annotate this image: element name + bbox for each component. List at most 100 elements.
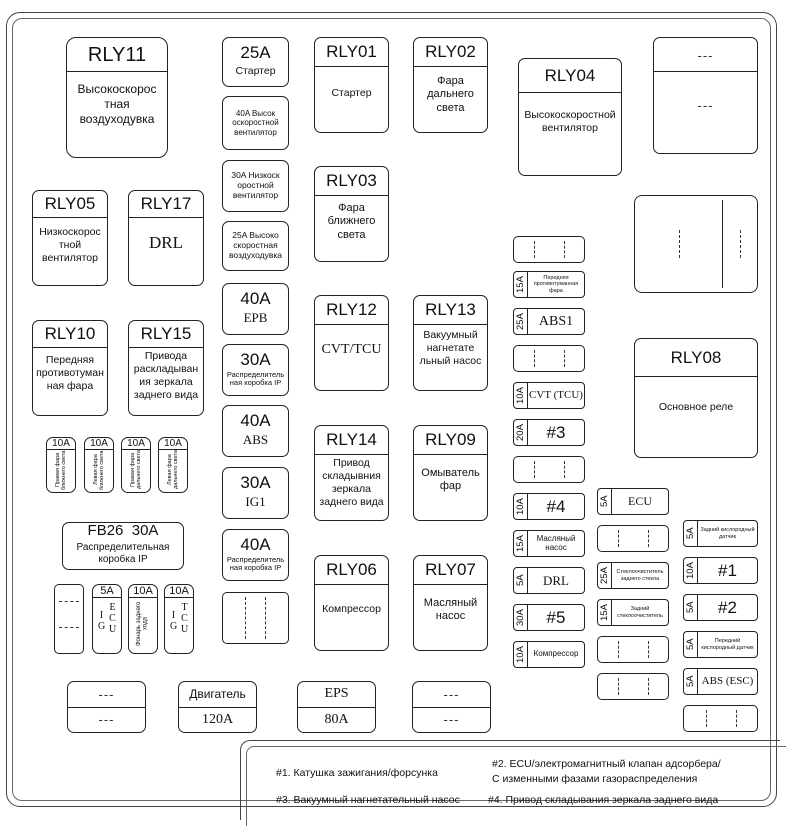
empty-fuse-slot[interactable] xyxy=(513,456,585,483)
fuse-name: Передний кислородный датчик xyxy=(701,638,754,651)
relay-desc: Вакуумный нагнетате льный насос xyxy=(419,328,482,367)
fuse-box-inner-frame xyxy=(12,18,771,801)
fuse-amp: 15A xyxy=(514,531,528,556)
relay-rly04[interactable]: RLY04 Высокоскоростной вентилятор xyxy=(518,58,622,176)
fuse-amp: 10A xyxy=(129,585,157,598)
empty-fuse-slot[interactable] xyxy=(513,345,585,372)
fuse-10a-left-low-beam[interactable]: 10A Левая фара ближнего света xyxy=(84,437,114,493)
relay-rly10[interactable]: RLY10 Передняя противотуман ная фара xyxy=(32,320,108,416)
fuse-5a-abs-esc[interactable]: 5A ABS (ESC) xyxy=(683,668,758,695)
relay-title: RLY17 xyxy=(140,194,192,213)
fuse-15a-rear-wiper-2[interactable]: 15A Задний стеклоочиститель xyxy=(597,599,669,626)
empty-fuse-slot[interactable] xyxy=(513,236,585,263)
fuse-text: 40A Высок оскоростной вентилятор xyxy=(232,109,279,137)
empty-fuse-slot-large[interactable]: --- --- xyxy=(412,681,491,733)
fuse-10a-left-high-beam[interactable]: 10A Левая фара дальнего света xyxy=(158,437,188,493)
fuse-15a-front-fog[interactable]: 15A Передняя противотуманная фара xyxy=(513,271,585,298)
fuse-amp: 5A xyxy=(684,632,698,657)
relay-rly13[interactable]: RLY13 Вакуумный нагнетате льный насос xyxy=(413,295,488,391)
empty-fuse-slot[interactable] xyxy=(597,636,669,663)
fuse-25a-blower[interactable]: 25A Высоко скоростная воздуходувка xyxy=(222,221,289,271)
fuse-30a-ig1[interactable]: 30A IG1 xyxy=(222,467,289,519)
fuse-amp: 5A xyxy=(514,568,528,593)
fuse-10a-compressor[interactable]: 10A Компрессор xyxy=(513,641,585,668)
empty-fuse-slot[interactable] xyxy=(597,673,669,700)
relay-rly15[interactable]: RLY15 Привода раскладыван ия зеркала зад… xyxy=(128,320,204,416)
fuse-5a-rear-o2-sensor[interactable]: 5A Задний кислородный датчик xyxy=(683,520,758,547)
relay-rly12[interactable]: RLY12 CVT/TCU xyxy=(314,295,389,391)
empty-fuse-slot[interactable] xyxy=(597,525,669,552)
fuse-10a-4[interactable]: 10A #4 xyxy=(513,493,585,520)
fuse-amp: 10A xyxy=(514,494,528,519)
fuse-10a-cvt-tcu[interactable]: 10A CVT (TCU) xyxy=(513,382,585,409)
empty-fuse-slot[interactable] xyxy=(222,592,289,644)
fuse-amp: 5A xyxy=(598,489,612,514)
fuse-25a-rear-wiper[interactable]: 25A Стеклоочиститель заднего стекла xyxy=(597,562,669,589)
relay-rly02[interactable]: RLY02 Фара дальнего света xyxy=(413,37,488,133)
fuse-title: EPS xyxy=(324,686,349,702)
relay-rly11[interactable]: RLY11 Высокоскорос тная воздуходувка xyxy=(66,37,168,158)
fuse-amp: 15A xyxy=(598,600,612,625)
fuse-10a-reverse-light[interactable]: 10A Фонарь заднего хода xyxy=(128,584,158,654)
fuse-40a-epb[interactable]: 40A EPB xyxy=(222,283,289,335)
fuse-10a-1[interactable]: 10A #1 xyxy=(683,557,758,584)
fuse-name: Задний кислородный датчик xyxy=(700,527,755,540)
relay-rly06[interactable]: RLY06 Компрессор xyxy=(314,555,389,651)
fuse-25a-starter[interactable]: 25A Стартер xyxy=(222,37,289,87)
relay-rly05[interactable]: RLY05 Низкоскорос тной вентилятор xyxy=(32,190,108,286)
fuse-30a-low-speed-fan[interactable]: 30A Низкоск оростной вентилятор xyxy=(222,160,289,212)
fuse-10a-right-high-beam[interactable]: 10A Правая фара дальнего света xyxy=(121,437,151,493)
fuse-5a-front-o2-sensor[interactable]: 5A Передний кислородный датчик xyxy=(683,631,758,658)
relay-desc: Стартер xyxy=(331,86,372,99)
relay-rly09[interactable]: RLY09 Омыватель фар xyxy=(413,425,488,521)
relay-rly08[interactable]: RLY08 Основное реле xyxy=(634,338,758,458)
fuse-fb26[interactable]: FB26 30A Распределительная коробка IP xyxy=(62,522,184,570)
fuse-5a-drl[interactable]: 5A DRL xyxy=(513,567,585,594)
relay-rly17[interactable]: RLY17 DRL xyxy=(128,190,204,286)
fuse-25a-abs1[interactable]: 25A ABS1 xyxy=(513,308,585,335)
empty-fuse-slot[interactable] xyxy=(54,584,84,654)
fuse-name: #4 xyxy=(546,496,566,516)
fuse-40a-ip-box[interactable]: 40A Распределитель ная коробка IP xyxy=(222,529,289,581)
empty-fuse-slot-large[interactable]: --- --- xyxy=(67,681,146,733)
placeholder: --- xyxy=(443,686,460,702)
fuse-15a-oil-pump[interactable]: 15A Масляный насос xyxy=(513,530,585,557)
fuse-eps-80a[interactable]: EPS 80A xyxy=(297,681,376,733)
fuse-30a-5[interactable]: 30A #5 xyxy=(513,604,585,631)
relay-rly03[interactable]: RLY03 Фара ближнего света xyxy=(314,166,389,262)
fuse-20a-3[interactable]: 20A #3 xyxy=(513,419,585,446)
fuse-10a-ig-tcu[interactable]: 10A I G T C U xyxy=(164,584,194,654)
relay-rly01[interactable]: RLY01 Стартер xyxy=(314,37,389,133)
fuse-amp: 5A xyxy=(93,585,121,598)
relay-rly14[interactable]: RLY14 Привод складывния зеркала заднего … xyxy=(314,425,389,521)
fuse-5a-ecu[interactable]: 5A ECU xyxy=(597,488,669,515)
legend-note-4: #4. Привод складывания зеркала заднего в… xyxy=(488,794,719,806)
relay-title: RLY12 xyxy=(326,300,377,319)
fuse-label-a: I G xyxy=(170,610,178,632)
fuse-10a-right-low-beam[interactable]: 10A Правая фара ближнего света xyxy=(46,437,76,493)
fuse-5a-ig-ecu[interactable]: 5A I G E C U xyxy=(92,584,122,654)
empty-relay-slot[interactable]: --- --- xyxy=(653,37,758,154)
fuse-box-outer-frame xyxy=(6,12,777,807)
fuse-amp: 5A xyxy=(684,595,698,620)
relay-desc: Компрессор xyxy=(322,602,381,615)
fuse-label-b: T C U xyxy=(181,602,189,635)
fuse-5a-2[interactable]: 5A #2 xyxy=(683,594,758,621)
relay-title: RLY14 xyxy=(326,430,377,449)
fuse-30a-ip-box[interactable]: 30A Распределитель ная коробка IP xyxy=(222,344,289,396)
fuse-name: Компрессор xyxy=(533,649,579,659)
fuse-engine-120a[interactable]: Двигатель 120A xyxy=(178,681,257,733)
empty-relay-slot-large[interactable] xyxy=(634,195,758,293)
fuse-name: ABS (ESC) xyxy=(701,675,754,688)
fuse-name: Правая фара дальнего света xyxy=(129,450,142,490)
fuse-40a-abs[interactable]: 40A ABS xyxy=(222,405,289,457)
fuse-amp: 10A xyxy=(165,585,193,598)
empty-fuse-slot[interactable] xyxy=(683,705,758,732)
fuse-amp: 30A xyxy=(514,605,528,630)
fuse-title: FB26 30A xyxy=(87,522,159,540)
fuse-40a-high-speed-fan[interactable]: 40A Высок оскоростной вентилятор xyxy=(222,96,289,150)
relay-desc: Масляный насос xyxy=(423,596,478,623)
relay-rly07[interactable]: RLY07 Масляный насос xyxy=(413,555,488,651)
fuse-amp: 10A xyxy=(514,383,528,408)
relay-desc: Привод складывния зеркала заднего вида xyxy=(319,456,384,509)
